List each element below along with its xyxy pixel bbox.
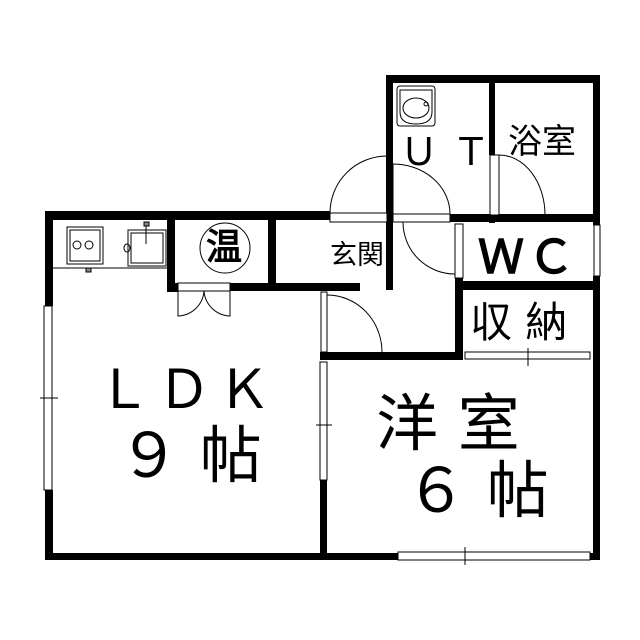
doors — [177, 154, 546, 353]
storage-label: 収 納 — [470, 298, 568, 347]
door-western[interactable] — [319, 361, 328, 481]
entrance-label: 玄関 — [330, 240, 384, 271]
window-western — [397, 551, 591, 561]
western-room-label: 洋 室 — [376, 387, 520, 460]
water-heater-circle — [199, 222, 251, 274]
wc-label: ＷＣ — [478, 230, 578, 284]
ldk-label: ＬＤＫ — [97, 358, 277, 421]
unit-bath-label: ＵＴ — [400, 130, 505, 174]
washbasin-icon — [396, 85, 436, 127]
window-wc — [593, 224, 601, 277]
sink-icon — [127, 229, 167, 267]
western-room-size: ６ 帖 — [405, 454, 549, 527]
bath-label: 浴室 — [508, 122, 576, 162]
walls — [45, 75, 600, 560]
stove-icon — [66, 226, 104, 265]
water-heater-label: 温 — [206, 227, 243, 268]
ldk-size: ９ 帖 — [118, 419, 262, 492]
fixtures — [53, 85, 436, 274]
